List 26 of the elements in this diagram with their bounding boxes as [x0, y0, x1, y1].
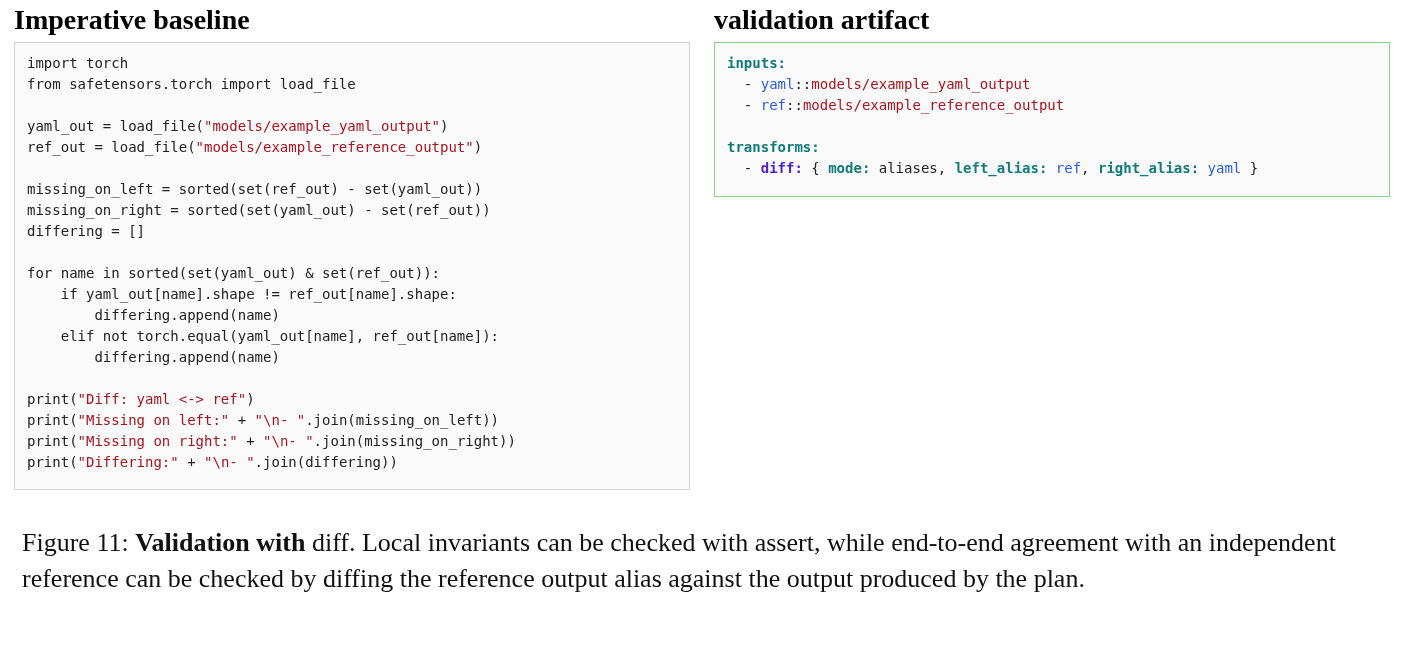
code-line: - diff: { mode: aliases, left_alias: ref, right_alias: yaml } [742, 159, 1259, 179]
code-line: ref_out = load_file("models/example_reference_output") [27, 138, 483, 158]
code-line: import torch [27, 54, 129, 73]
panel-heading: validation artifact [714, 3, 930, 37]
code-panel [14, 42, 690, 490]
code-line: - yaml::models/example_yaml_output [742, 75, 1031, 95]
panel-heading: Imperative baseline [14, 3, 250, 37]
code-line: print("Differing:" + "\n- ".join(differing)) [27, 453, 398, 472]
code-line: yaml_out = load_file("models/example_yaml_output") [27, 117, 449, 137]
code-line: missing_on_right = sorted(set(yaml_out) - set(ref_out)) [27, 201, 491, 221]
code-line: - ref::models/example_reference_output [742, 96, 1065, 116]
code-line: from safetensors.torch import load_file [27, 75, 356, 95]
code-line: inputs: [727, 54, 786, 73]
figure-caption: Figure 11: Validation with diff. Local invariants can be checked with assert, while end-to-end agreement with an independent reference can be checked by diffing the reference output alias against the output produced by the plan. [22, 527, 1337, 595]
code-line: differing = [] [27, 222, 145, 241]
code-line: if yaml_out[name].shape != ref_out[name].shape: [59, 285, 457, 305]
code-line: elif not torch.equal(yaml_out[name], ref_out[name]): [59, 327, 499, 347]
code-line: print("Diff: yaml <-> ref") [27, 390, 255, 409]
code-panel [714, 42, 1390, 197]
code-line: for name in sorted(set(yaml_out) & set(ref_out)): [27, 264, 440, 284]
code-line: transforms: [727, 138, 820, 157]
code-line: print("Missing on left:" + "\n- ".join(missing_on_left)) [27, 411, 500, 431]
code-line: print("Missing on right:" + "\n- ".join(missing_on_right)) [27, 432, 516, 452]
code-line: missing_on_left = sorted(set(ref_out) - set(yaml_out)) [27, 180, 483, 200]
code-line: differing.append(name) [93, 348, 280, 367]
code-line: differing.append(name) [93, 306, 280, 325]
